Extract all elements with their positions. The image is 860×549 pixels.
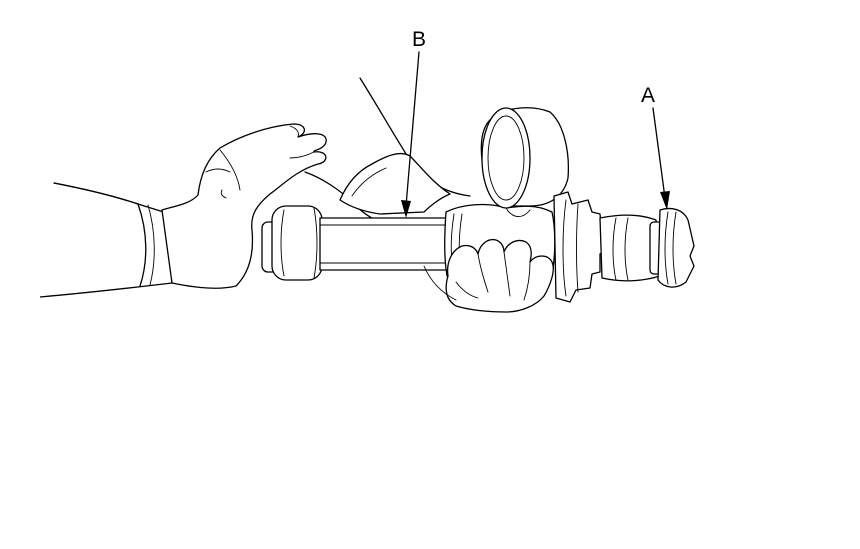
left-hand xyxy=(161,123,327,289)
pressure-gauge xyxy=(480,107,570,209)
callout-b-arrowhead xyxy=(401,200,411,218)
label-a: A xyxy=(641,84,655,107)
label-b: B xyxy=(412,28,426,51)
tool-shaft xyxy=(319,217,449,271)
gauge-hose xyxy=(304,77,471,219)
left-arm xyxy=(39,182,173,298)
callout-a: A xyxy=(641,84,670,210)
right-hand xyxy=(423,238,554,313)
front-flange xyxy=(261,205,323,281)
hex-nut xyxy=(553,191,609,303)
callout-a-arrowhead xyxy=(660,191,670,210)
callout-b: B xyxy=(401,28,426,218)
end-coupler-a xyxy=(657,207,695,288)
